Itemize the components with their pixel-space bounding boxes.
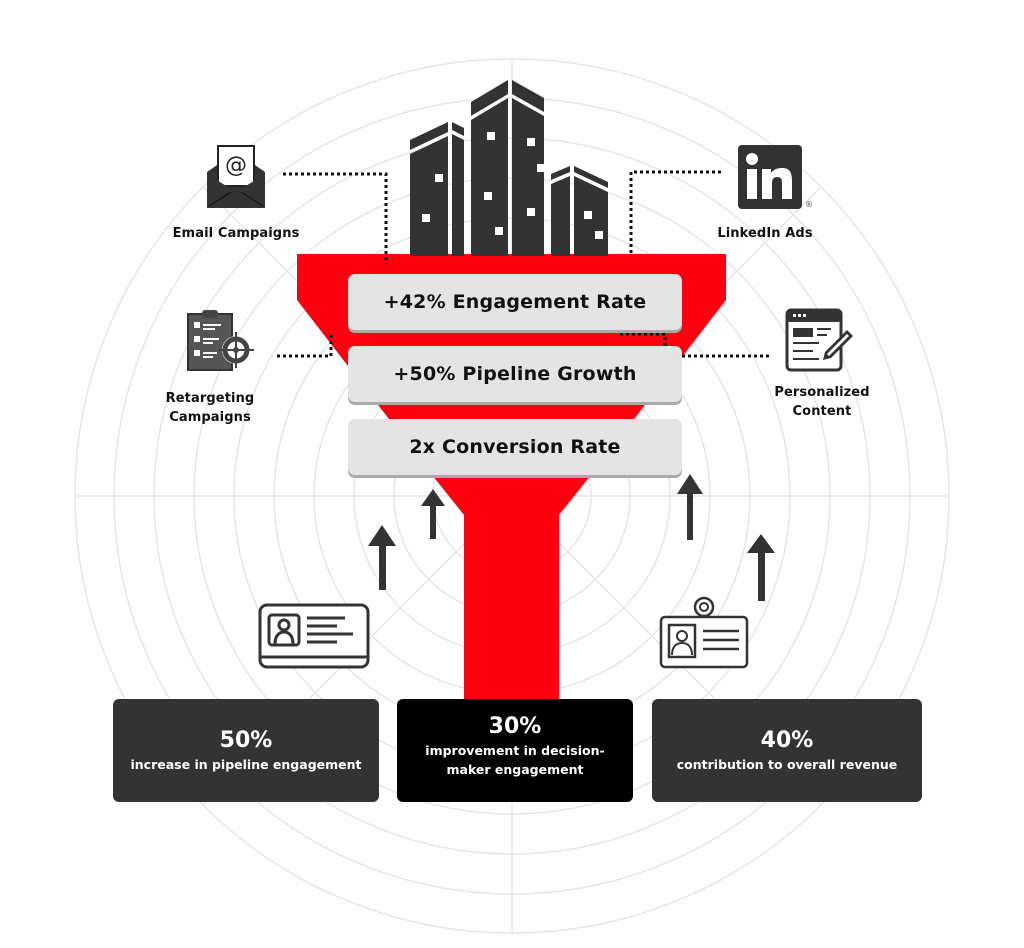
stat-value: 50% [219,728,273,753]
id-badge-icon [659,596,749,669]
stat-description: improvement in decision- maker engagemen… [411,741,618,779]
id-card-icon [258,603,370,669]
result-card-engagement: +42% Engagement Rate [348,274,682,330]
stat-description: increase in pipeline engagement [130,757,362,772]
linkedin-icon [738,145,802,209]
email-connector [283,172,388,264]
result-card-conversion: 2x Conversion Rate [348,419,682,475]
linkedin-ads-label: LinkedIn Ads [717,226,813,241]
webpage-pencil-icon [785,308,853,372]
buildings-icon [410,80,608,256]
personalized-content-label: Personalized Content [752,383,892,421]
retargeting-connector [277,333,333,358]
arrow-up-icon [747,534,775,601]
stat-box-revenue: 40% contribution to overall revenue [652,699,922,802]
stat-value: 40% [760,728,814,753]
personalized-line2: Content [792,404,852,419]
stat-box-decision-maker: 30% improvement in decision- maker engag… [397,699,633,802]
stat-description-line2: maker engagement [446,762,584,777]
arrow-up-icon [421,489,445,539]
svg-text:@: @ [225,153,247,178]
stat-description: contribution to overall revenue [676,757,898,772]
arrow-up-icon [677,474,703,540]
email-campaigns-label: Email Campaigns [172,226,300,241]
stat-box-pipeline-engagement: 50% increase in pipeline engagement [113,699,379,802]
retargeting-campaigns-label: Retargeting Campaigns [140,389,280,427]
registered-mark: ® [805,200,813,209]
result-card-pipeline: +50% Pipeline Growth [348,346,682,402]
retargeting-line2: Campaigns [169,410,251,425]
envelope-at-icon: @ [207,145,265,208]
arrow-up-icon [368,525,396,590]
stat-value: 30% [488,714,542,739]
stat-description-line1: improvement in decision- [425,743,605,758]
retargeting-line1: Retargeting [165,391,255,406]
personalized-connector [620,332,770,358]
linkedin-connector [629,170,721,254]
personalized-line1: Personalized [774,385,870,400]
clipboard-target-icon [187,310,254,371]
